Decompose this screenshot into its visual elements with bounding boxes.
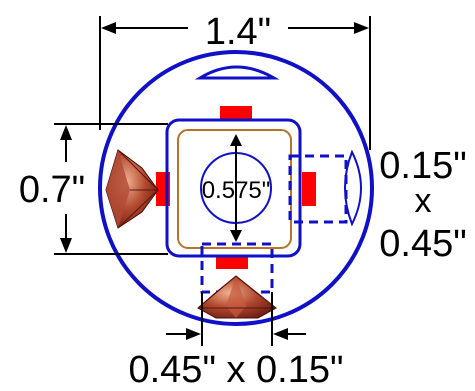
outer-circle <box>98 50 374 326</box>
overall-width-arrow-right <box>354 22 369 34</box>
left-gem-image <box>105 149 159 229</box>
inner-diameter-label: 0.575" <box>202 177 271 204</box>
height-label: 0.7" <box>19 169 85 211</box>
bottom-slot-label: 0.45" x 0.15" <box>128 349 343 391</box>
right-slot-height-label: 0.45" <box>379 223 466 265</box>
inner-diameter-arrow-top <box>230 134 242 146</box>
overall-width-label: 1.4" <box>205 11 271 53</box>
bottom-slot-arrow-right <box>273 328 288 340</box>
inner-diameter-arrow-bottom <box>230 230 242 242</box>
tab-top <box>220 106 252 120</box>
bottom-gem-image <box>197 275 277 319</box>
overall-width-arrow-left <box>101 22 116 34</box>
bottom-slot-arrow-left <box>186 328 201 340</box>
tab-right <box>302 172 316 206</box>
right-slot-dashed <box>288 154 348 224</box>
right-slot-width-label: 0.15" <box>379 145 466 187</box>
height-arrow-top <box>60 125 72 140</box>
tab-bottom <box>216 255 248 269</box>
right-bail <box>344 149 362 227</box>
right-slot-times-label: x <box>415 182 432 220</box>
setting-square-outer <box>165 118 302 258</box>
height-arrow-bottom <box>60 238 72 253</box>
top-bail <box>194 65 280 80</box>
